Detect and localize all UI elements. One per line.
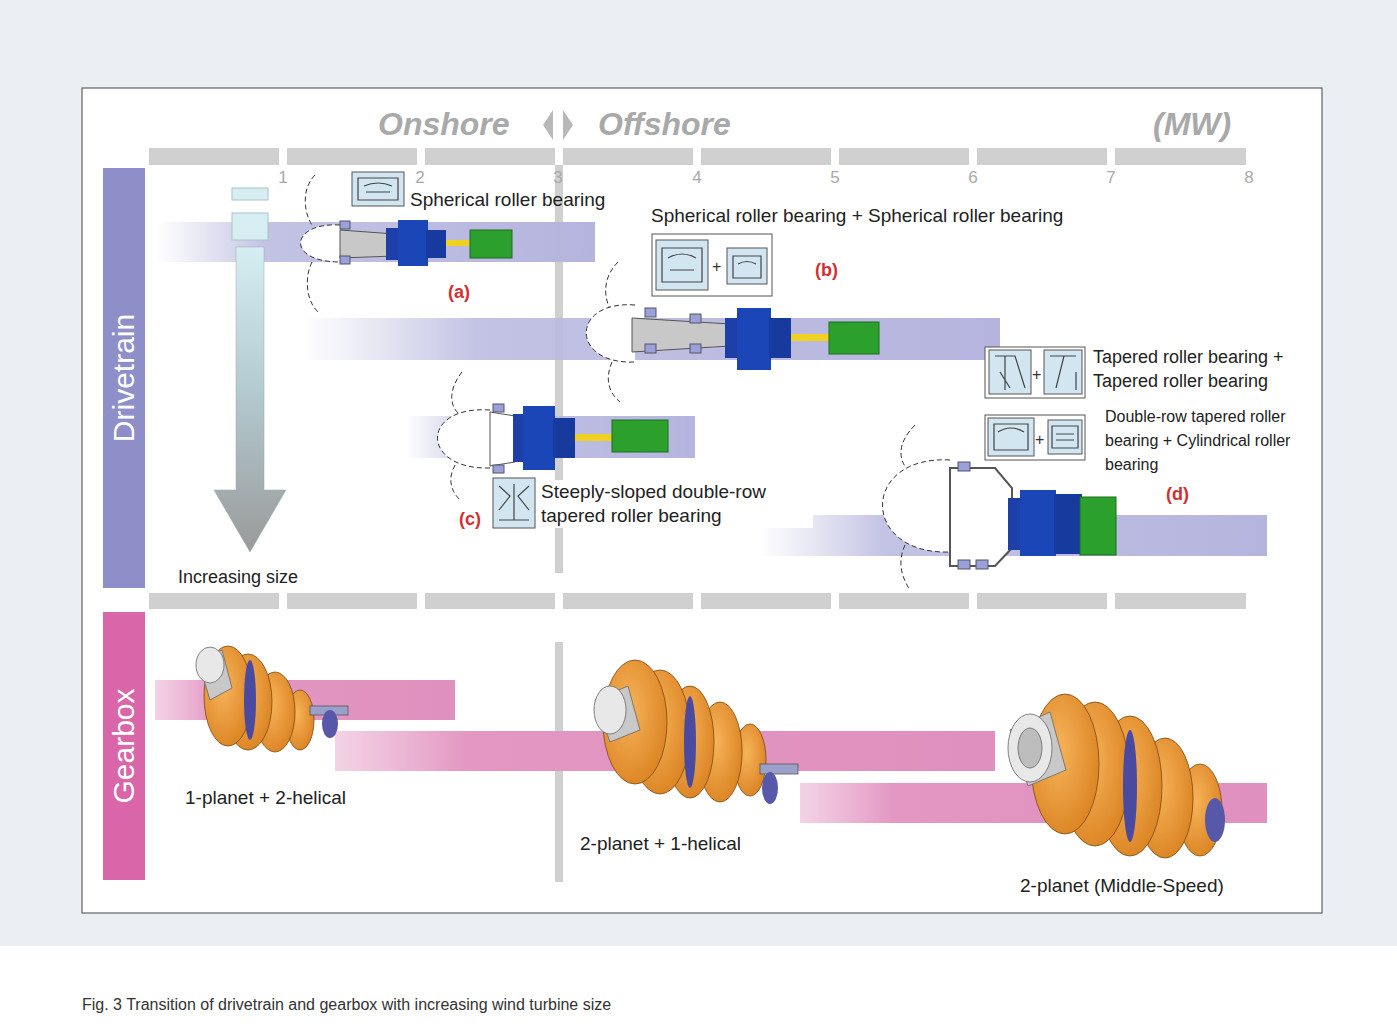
callout-letter: (a) [448, 281, 470, 304]
bearing-label: Spherical roller bearing [410, 188, 605, 212]
figure-caption: Fig. 3 Transition of drivetrain and gear… [82, 995, 611, 1015]
bearing-label: Tapered roller bearing + Tapered roller … [1093, 345, 1317, 393]
region-label: Offshore [598, 104, 731, 144]
drivetrain-band: Drivetrain [103, 168, 145, 588]
svg-text:+: + [712, 258, 721, 275]
scale-number: 2 [405, 167, 435, 188]
scale-number: 7 [1096, 167, 1126, 188]
callout-letter: (d) [1166, 483, 1189, 506]
scale-number: 4 [682, 167, 712, 188]
region-label: Onshore [378, 104, 510, 144]
gearbox-label: 2-planet (Middle-Speed) [1020, 874, 1224, 898]
gearbox-label: 2-planet + 1-helical [580, 832, 741, 856]
scale-number: 1 [268, 167, 298, 188]
scale-number: 6 [958, 167, 988, 188]
band-title: Drivetrain [107, 314, 141, 442]
callout-letter: (b) [815, 259, 838, 282]
scale-number: 3 [543, 167, 573, 188]
scale-number: 5 [820, 167, 850, 188]
callout-letter: (c) [459, 508, 481, 531]
bearing-label: Double-row tapered roller bearing + Cyli… [1105, 405, 1317, 477]
arrow-label: Increasing size [178, 566, 298, 589]
scale-number: 8 [1234, 167, 1264, 188]
svg-text:+: + [1032, 366, 1041, 383]
gearbox-band: Gearbox [103, 612, 145, 880]
band-title: Gearbox [107, 688, 141, 803]
svg-text:+: + [1035, 431, 1044, 448]
gearbox-label: 1-planet + 2-helical [185, 786, 346, 810]
bearing-label: Steeply-sloped double-row tapered roller… [541, 480, 813, 528]
unit-label: (MW) [1153, 104, 1231, 144]
bearing-label: Spherical roller bearing + Spherical rol… [651, 204, 1063, 228]
